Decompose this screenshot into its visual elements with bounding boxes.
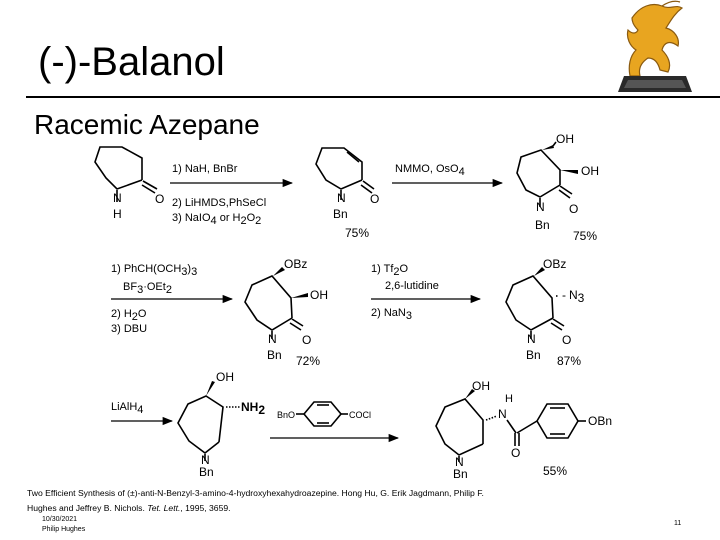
yield-step3: 72% — [296, 354, 320, 368]
svg-text:2,6-lutidine: 2,6-lutidine — [385, 280, 439, 292]
citation-journal: Tet. Lett. — [147, 503, 181, 513]
title-divider — [26, 96, 720, 98]
svg-text:BF3·OEt2: BF3·OEt2 — [123, 281, 172, 296]
svg-text:N: N — [268, 332, 277, 346]
yield-step6: 55% — [543, 464, 567, 478]
svg-text:OBz: OBz — [284, 257, 307, 271]
svg-text:3) NaIO4 or H2O2: 3) NaIO4 or H2O2 — [172, 212, 261, 227]
svg-text:1) NaH, BnBr: 1) NaH, BnBr — [172, 163, 238, 175]
svg-text:N: N — [201, 453, 210, 467]
atom-n: N — [113, 191, 122, 205]
svg-text:Bn: Bn — [199, 465, 214, 479]
svg-text:N: N — [498, 407, 507, 421]
slide-subtitle: Racemic Azepane — [34, 109, 260, 140]
compound-azide: OBz - N3 N Bn O 87% — [505, 257, 585, 368]
svg-text:OH: OH — [472, 379, 490, 393]
reagents-step2: NMMO, OsO4 — [395, 163, 465, 178]
svg-text:OBn: OBn — [588, 414, 612, 428]
svg-text:Bn: Bn — [526, 348, 541, 362]
svg-text:O: O — [562, 333, 571, 347]
svg-text:OH: OH — [216, 370, 234, 384]
svg-text:2) NaN3: 2) NaN3 — [371, 307, 412, 322]
svg-text:N3: N3 — [569, 288, 585, 305]
compound-unsaturated-lactam: N Bn O 75% — [315, 147, 379, 240]
compound-benzamide: OH H N O OBn N Bn 55% — [435, 379, 612, 481]
svg-text:H: H — [505, 393, 513, 405]
svg-text:Bn: Bn — [453, 467, 468, 481]
svg-text:O: O — [569, 202, 578, 216]
svg-text:COCl: COCl — [349, 410, 371, 420]
reagents-step1: 1) NaH, BnBr 2) LiHMDS,PhSeCl 3) NaIO4 o… — [172, 163, 266, 227]
citation-text: Two Efficient Synthesis of (±)-anti-N-Be… — [27, 488, 484, 513]
svg-text:-: - — [562, 288, 566, 302]
reagents-step4: 1) Tf2O 2,6-lutidine 2) NaN3 — [371, 263, 439, 322]
svg-text:2) LiHMDS,PhSeCl: 2) LiHMDS,PhSeCl — [172, 197, 266, 209]
svg-text:1) PhCH(OCH3)3: 1) PhCH(OCH3)3 — [111, 263, 197, 278]
svg-text:N: N — [337, 191, 346, 205]
reagent-benzyloxy-benzoyl-chloride: BnO COCl — [277, 401, 371, 427]
svg-text:OH: OH — [310, 288, 328, 302]
svg-text:Bn: Bn — [333, 207, 348, 221]
atom-o: O — [155, 192, 164, 206]
svg-text:2) H2O: 2) H2O — [111, 308, 147, 323]
svg-text:BnO: BnO — [277, 410, 295, 420]
svg-text:Bn: Bn — [535, 218, 550, 232]
svg-text:OH: OH — [581, 164, 599, 178]
griffin-logo-icon — [618, 0, 692, 92]
svg-text:Bn: Bn — [267, 348, 282, 362]
yield-step1: 75% — [345, 226, 369, 240]
reagents-step3: 1) PhCH(OCH3)3 BF3·OEt2 2) H2O 3) DBU — [111, 263, 197, 335]
svg-text:OBz: OBz — [543, 257, 566, 271]
svg-text:N: N — [527, 332, 536, 346]
svg-text:3) DBU: 3) DBU — [111, 323, 147, 335]
compound-caprolactam: N H O — [94, 146, 164, 221]
compound-amino-alcohol: OH NH2 N Bn — [177, 370, 265, 479]
footer-date: 10/30/2021 — [42, 516, 78, 523]
reagents-step5: LiAlH4 — [111, 401, 143, 416]
svg-text:N: N — [536, 200, 545, 214]
citation-tail: , 1995, 3659. — [180, 503, 231, 513]
compound-benzoate: OBz OH N Bn O 72% — [244, 257, 328, 368]
yield-step4: 87% — [557, 354, 581, 368]
footer-author: Philip Hughes — [42, 526, 86, 533]
compound-diol: OH OH N Bn O 75% — [516, 132, 599, 243]
yield-step2: 75% — [573, 229, 597, 243]
atom-h: H — [113, 207, 122, 221]
svg-text:1) Tf2O: 1) Tf2O — [371, 263, 409, 278]
svg-text:N: N — [455, 455, 464, 469]
svg-text:NH2: NH2 — [241, 400, 265, 417]
svg-text:O: O — [370, 192, 379, 206]
svg-text:O: O — [302, 333, 311, 347]
slide-title: (-)-Balanol — [38, 40, 225, 84]
svg-text:O: O — [511, 446, 520, 460]
page-number: 11 — [674, 520, 682, 527]
svg-text:OH: OH — [556, 132, 574, 146]
citation: Two Efficient Synthesis of (±)-anti-N-Be… — [27, 486, 487, 516]
